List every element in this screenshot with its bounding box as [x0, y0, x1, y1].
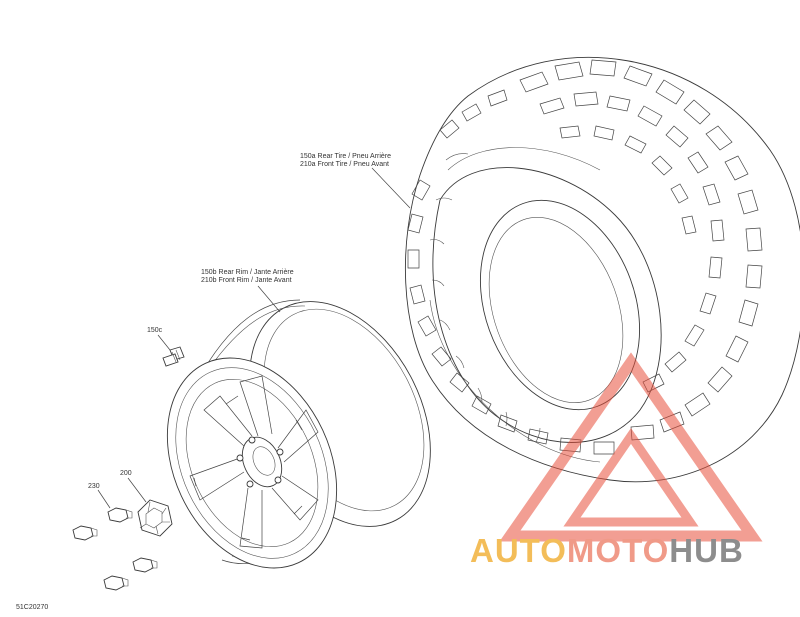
lug-holes [236, 436, 284, 488]
callout-valve: 150c [147, 327, 163, 334]
watermark-auto: AUTO [470, 532, 567, 569]
rim-spokes [189, 375, 319, 549]
sidewall-lugs [429, 153, 541, 443]
lug-nuts [72, 507, 158, 591]
watermark-triangle [499, 352, 763, 542]
callout-front-tire: 210a Front Tire / Pneu Avant [300, 161, 389, 168]
watermark-hub: HUB [669, 532, 744, 569]
center-cap [137, 499, 173, 537]
callout-rear-rim: 150b Rear Rim / Jante Arrière [201, 269, 294, 276]
watermark-moto: MOTO [566, 532, 670, 569]
callout-cap: 200 [120, 470, 132, 477]
valve-stem [162, 346, 185, 367]
tread-pattern [407, 59, 763, 455]
leader-lines [97, 167, 411, 509]
rim [166, 299, 431, 569]
drawing-code: 51C20270 [16, 604, 48, 611]
watermark-logo: AUTOMOTOHUB [470, 532, 744, 570]
callout-rear-tire: 150a Rear Tire / Pneu Arrière [300, 153, 391, 160]
tire [405, 56, 800, 483]
callout-front-rim: 210b Front Rim / Jante Avant [201, 277, 292, 284]
callout-nuts: 230 [88, 483, 100, 490]
